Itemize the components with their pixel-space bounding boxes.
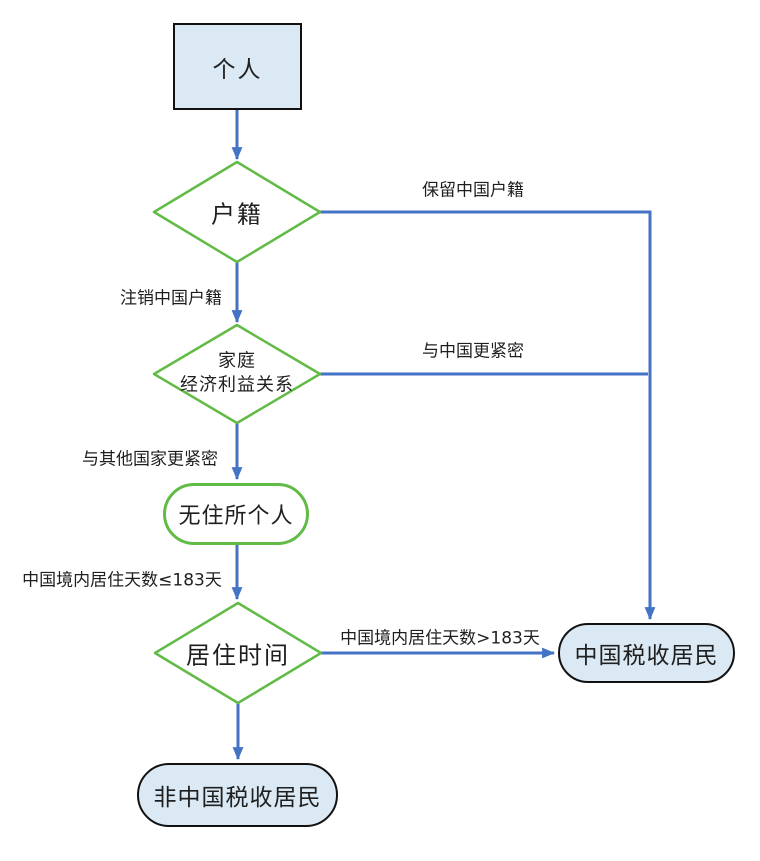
closer-china-edge-label: 与中国更紧密 (422, 341, 524, 362)
closer-other-edge-label: 与其他国家更紧密 (82, 449, 218, 470)
cancel-hukou-edge-label: 注销中国户籍 (120, 288, 222, 309)
no-domicile-node: 无住所个人 (163, 483, 309, 545)
family-diamond (152, 323, 322, 425)
family-diamond-line2: 经济利益关系 (180, 375, 294, 396)
residence-time-diamond-label: 居住时间 (186, 641, 290, 670)
family-diamond-line1: 家庭 (218, 350, 256, 372)
days-gt-edge-label: 中国境内居住天数>183天 (340, 628, 540, 649)
china-resident-node: 中国税收居民 (558, 623, 735, 683)
hukou-diamond-label: 户籍 (211, 200, 263, 229)
family-diamond-label: 家庭 经济利益关系 (180, 350, 294, 399)
edge-keep-hukou-elbow (320, 210, 656, 621)
individual-node: 个人 (173, 23, 302, 110)
days-leq-edge-label: 中国境内居住天数≤183天 (22, 570, 222, 591)
keep-hukou-edge-label: 保留中国户籍 (422, 180, 524, 201)
hukou-diamond (152, 160, 322, 264)
residence-time-diamond (153, 601, 323, 705)
non-china-resident-node: 非中国税收居民 (137, 763, 338, 827)
